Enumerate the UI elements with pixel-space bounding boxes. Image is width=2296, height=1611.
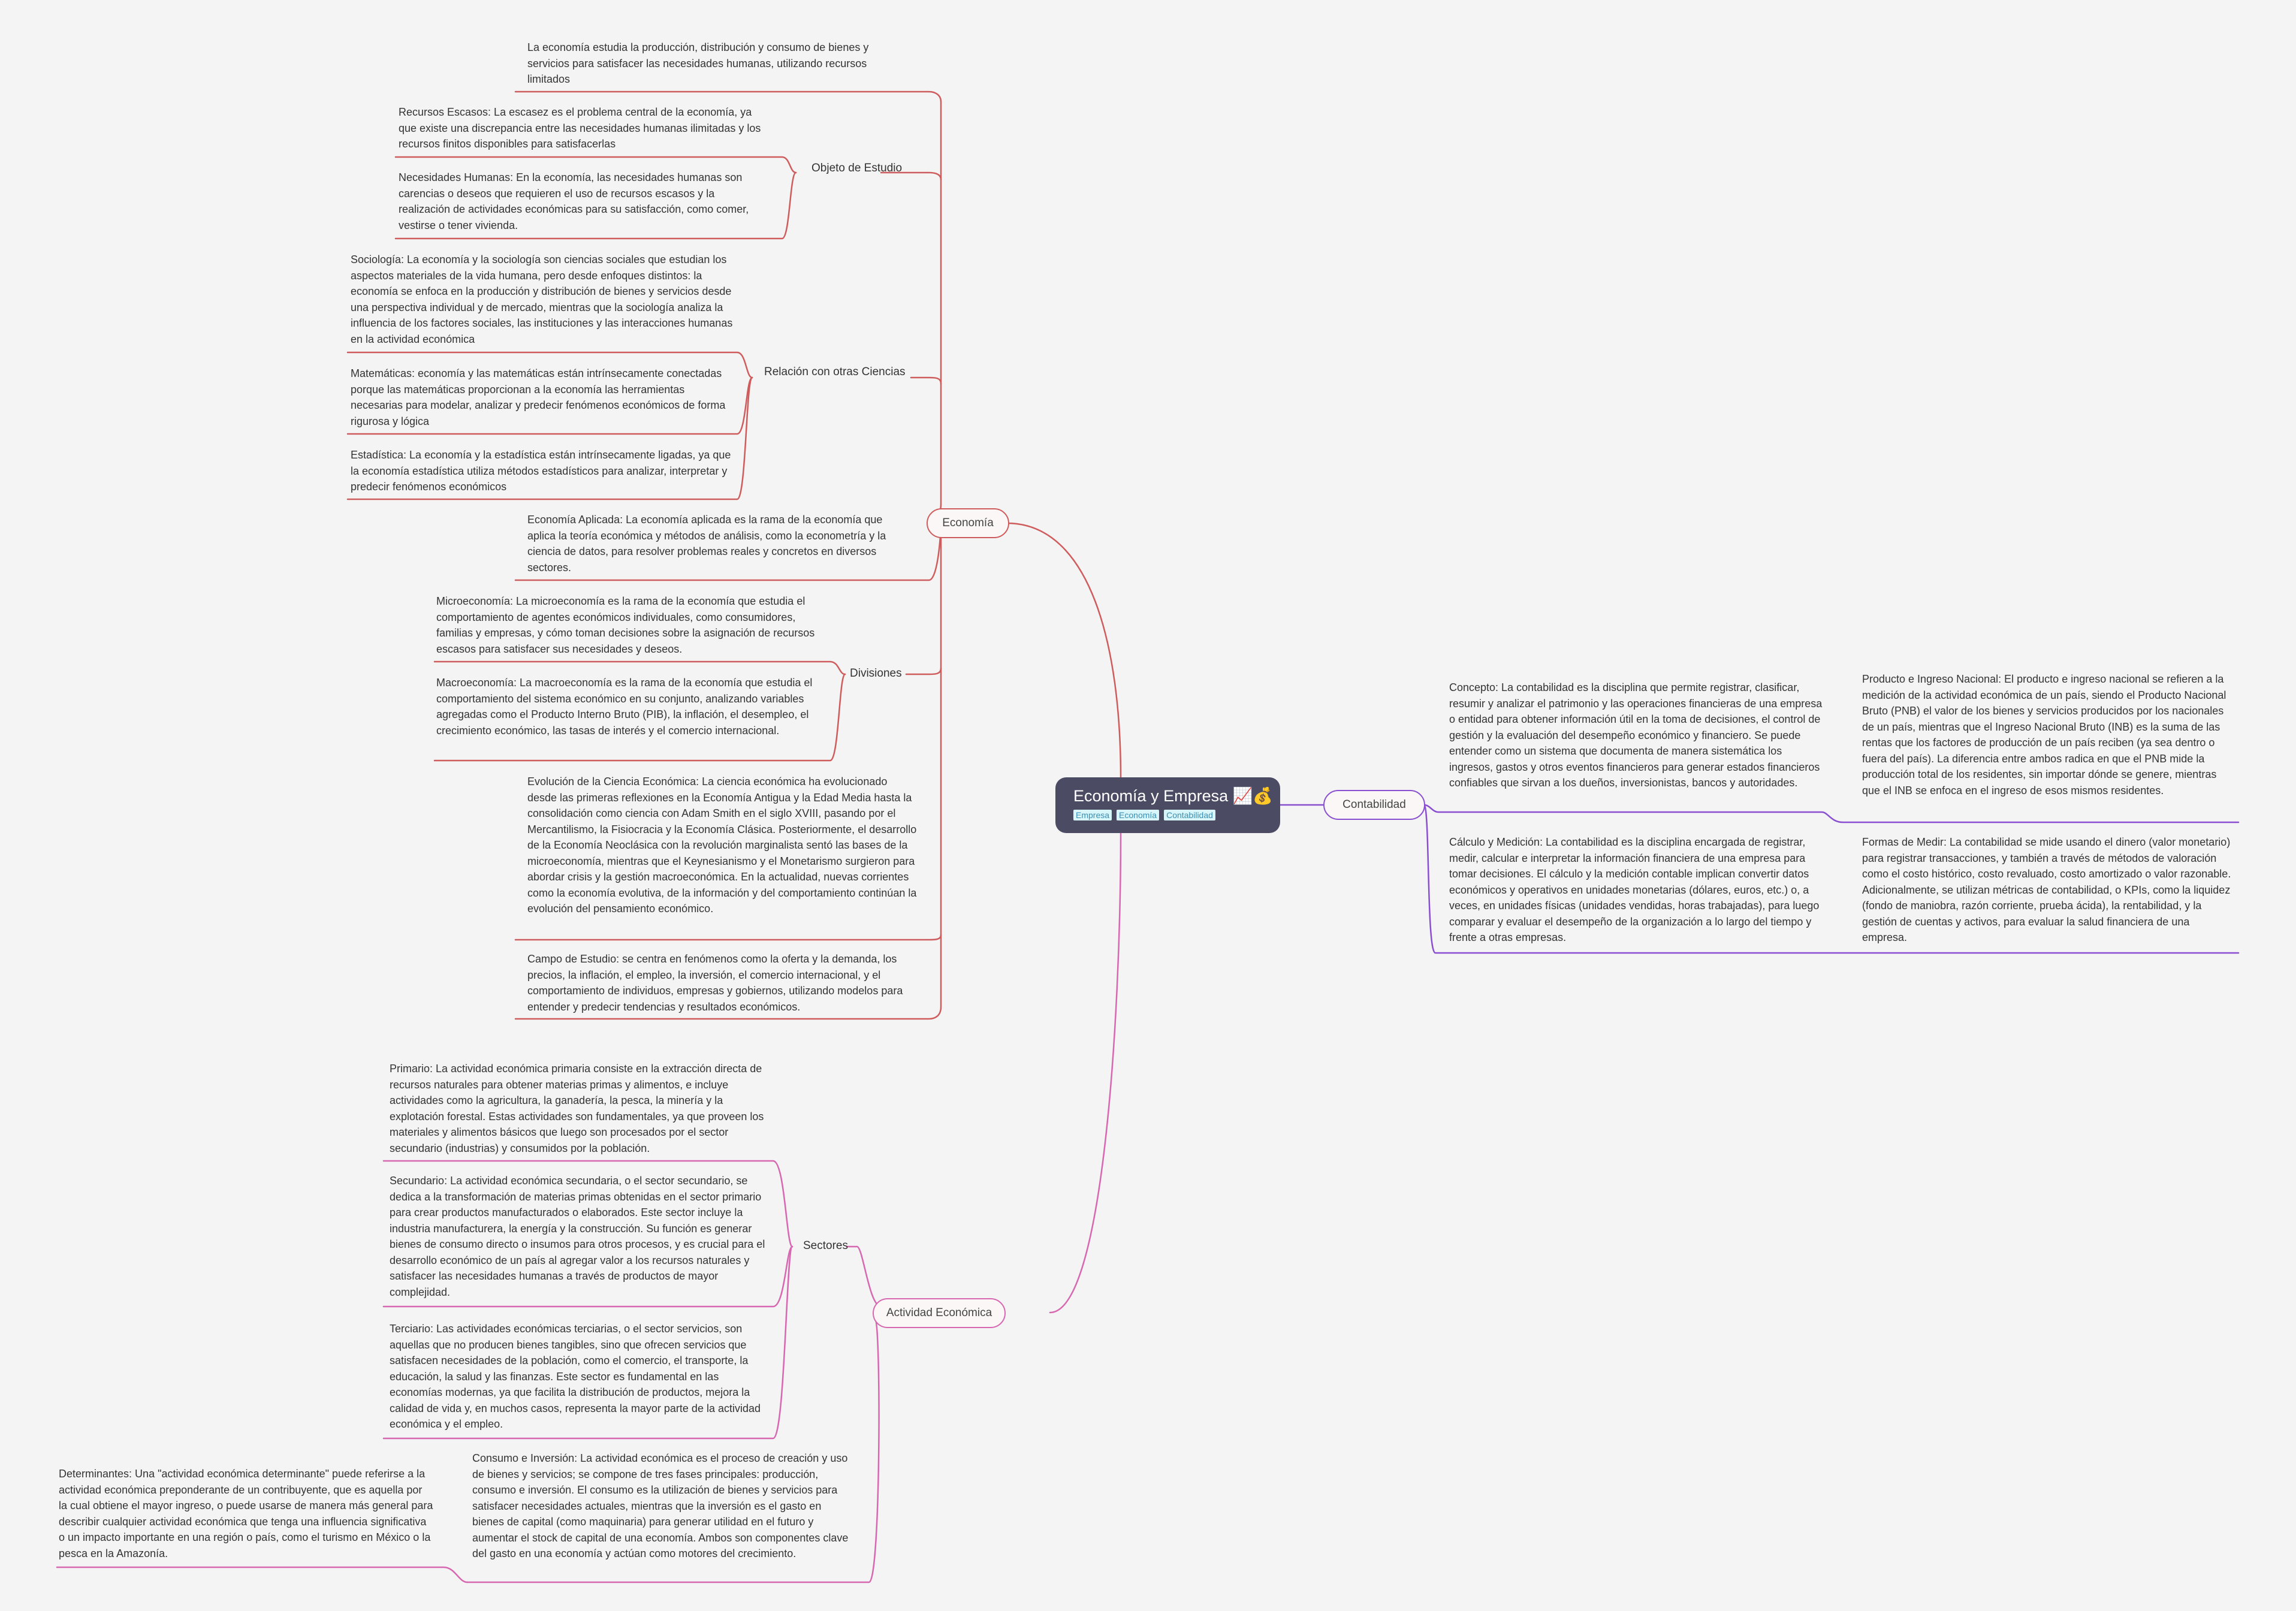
campo-de-estudio: Campo de Estudio: se centra en fenómenos…	[527, 953, 903, 1013]
actividad-node[interactable]: Actividad Económica	[873, 1298, 1006, 1328]
contabilidad-branch-lines	[1279, 804, 2240, 954]
tag-empresa[interactable]: Empresa	[1073, 810, 1112, 820]
relacion-estadistica: Estadística: La economía y la estadístic…	[351, 449, 731, 493]
contabilidad-node[interactable]: Contabilidad	[1323, 790, 1425, 820]
calculo-medicion: Cálculo y Medición: La contabilidad es l…	[1449, 836, 1820, 943]
objeto-estudio-node[interactable]: Objeto de Estudio	[811, 162, 903, 174]
contabilidad-concepto: Concepto: La contabilidad es la discipli…	[1449, 681, 1823, 789]
relacion-sociologia: Sociología: La economía y la sociología …	[351, 254, 733, 345]
divisiones-microeconomia: Microeconomía: La microeconomía es la ra…	[436, 595, 815, 655]
relacion-matematicas: Matemáticas: economía y las matemáticas …	[351, 367, 726, 427]
root-tags: Empresa Economía Contabilidad	[1073, 810, 1280, 820]
evolucion-ciencia-economica: Evolución de la Ciencia Económica: La ci…	[527, 776, 917, 915]
tag-economia[interactable]: Economía	[1117, 810, 1160, 820]
producto-ingreso-nacional: Producto e Ingreso Nacional: El producto…	[1862, 673, 2226, 797]
economia-aplicada: Economía Aplicada: La economía aplicada …	[527, 514, 886, 574]
economia-node[interactable]: Economía	[927, 508, 1009, 538]
relacion-ciencias-node[interactable]: Relación con otras Ciencias	[764, 366, 906, 378]
determinantes: Determinantes: Una "actividad económica …	[59, 1468, 433, 1559]
root-node[interactable]: Economía y Empresa 📈💰 Empresa Economía C…	[1055, 777, 1280, 833]
divisiones-macroeconomia: Macroeconomía: La macroeconomía es la ra…	[436, 677, 813, 737]
root-title: Economía y Empresa 📈💰	[1073, 787, 1273, 805]
sector-terciario: Terciario: Las actividades económicas te…	[390, 1323, 761, 1430]
formas-de-medir: Formas de Medir: La contabilidad se mide…	[1862, 836, 2231, 943]
sector-secundario: Secundario: La actividad económica secun…	[390, 1175, 765, 1298]
consumo-inversion: Consumo e Inversión: La actividad económ…	[472, 1452, 849, 1559]
actividad-branch-lines	[56, 832, 1122, 1583]
tag-contabilidad[interactable]: Contabilidad	[1164, 810, 1215, 820]
objeto-necesidades-humanas: Necesidades Humanas: En la economía, las…	[399, 171, 749, 231]
sectores-node[interactable]: Sectores	[803, 1239, 848, 1252]
economia-intro: La economía estudia la producción, distr…	[527, 41, 869, 85]
sector-primario: Primario: La actividad económica primari…	[390, 1063, 764, 1154]
divisiones-node[interactable]: Divisiones	[850, 667, 902, 680]
objeto-recursos-escasos: Recursos Escasos: La escasez es el probl…	[399, 106, 761, 150]
